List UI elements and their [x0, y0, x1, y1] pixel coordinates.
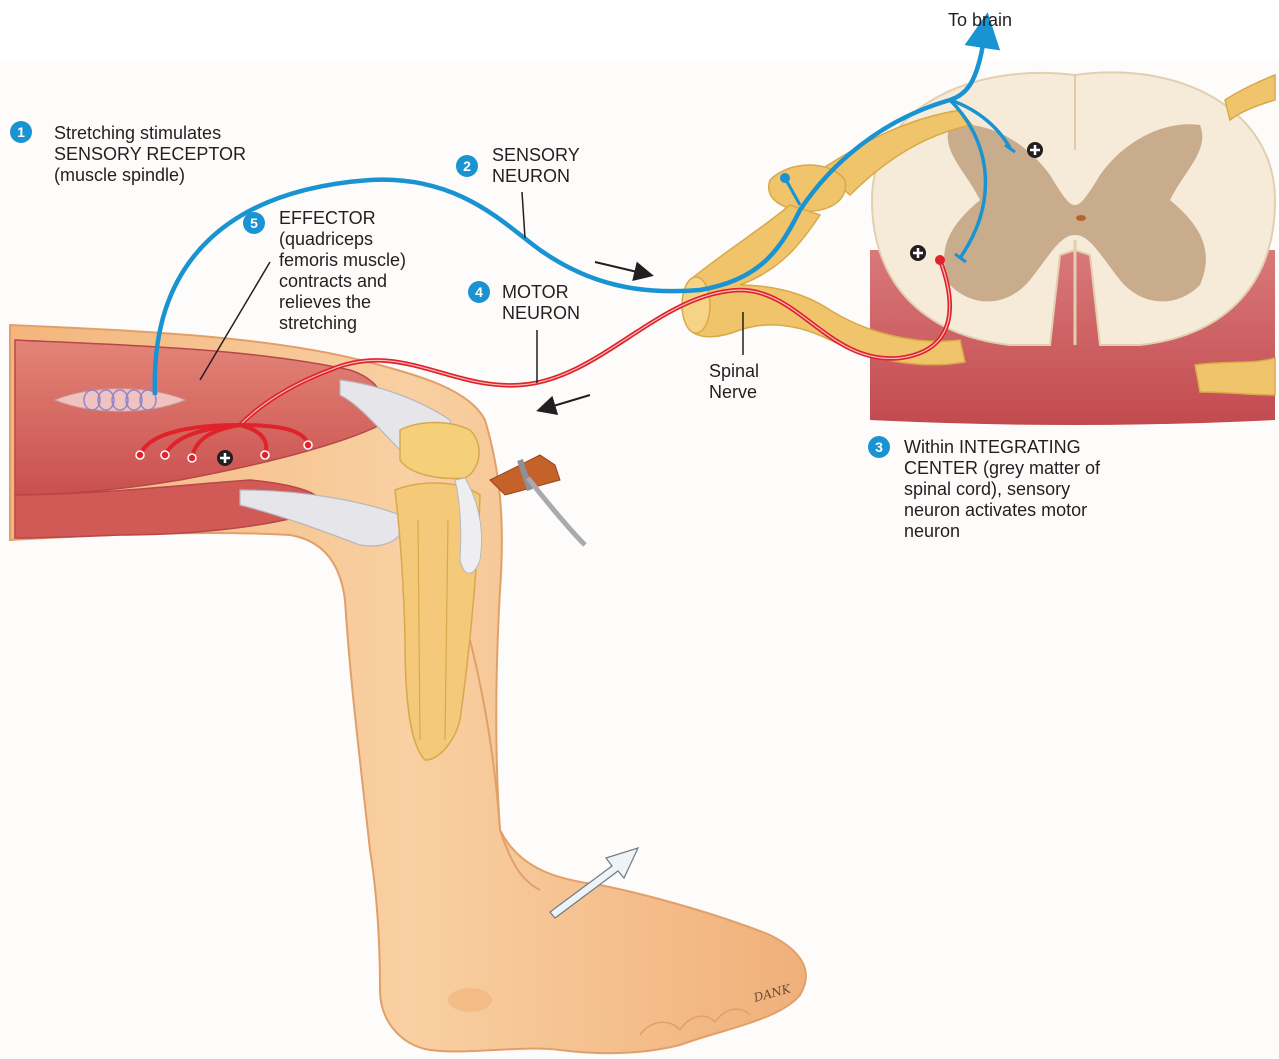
step-3-text: Within INTEGRATING CENTER (grey matter o…: [904, 437, 1100, 542]
heel: [448, 988, 492, 1012]
step-4-badge: 4: [468, 281, 490, 303]
right-ventral-root: [1195, 358, 1275, 395]
dorsal-root-ganglion: [769, 165, 846, 211]
step-5-text: EFFECTOR (quadriceps femoris muscle) con…: [279, 208, 406, 334]
patella: [400, 423, 479, 479]
plus-icon: [910, 245, 926, 261]
motor-cell-body: [935, 255, 945, 265]
step-3-badge: 3: [868, 436, 890, 458]
step-4-text: MOTOR NEURON: [502, 282, 580, 324]
central-canal: [1076, 215, 1086, 221]
step-1-badge: 1: [10, 121, 32, 143]
plus-icon: [1027, 142, 1043, 158]
step-2-text: SENSORY NEURON: [492, 145, 580, 187]
step-2-badge: 2: [456, 155, 478, 177]
to-brain-label: To brain: [948, 10, 1012, 31]
spinal-nerve-label: Spinal Nerve: [709, 361, 759, 403]
plus-icon: [217, 450, 233, 466]
to-brain-arrow: [982, 30, 985, 50]
step-1-text: Stretching stimulates SENSORY RECEPTOR (…: [54, 123, 246, 186]
step-5-badge: 5: [243, 212, 265, 234]
